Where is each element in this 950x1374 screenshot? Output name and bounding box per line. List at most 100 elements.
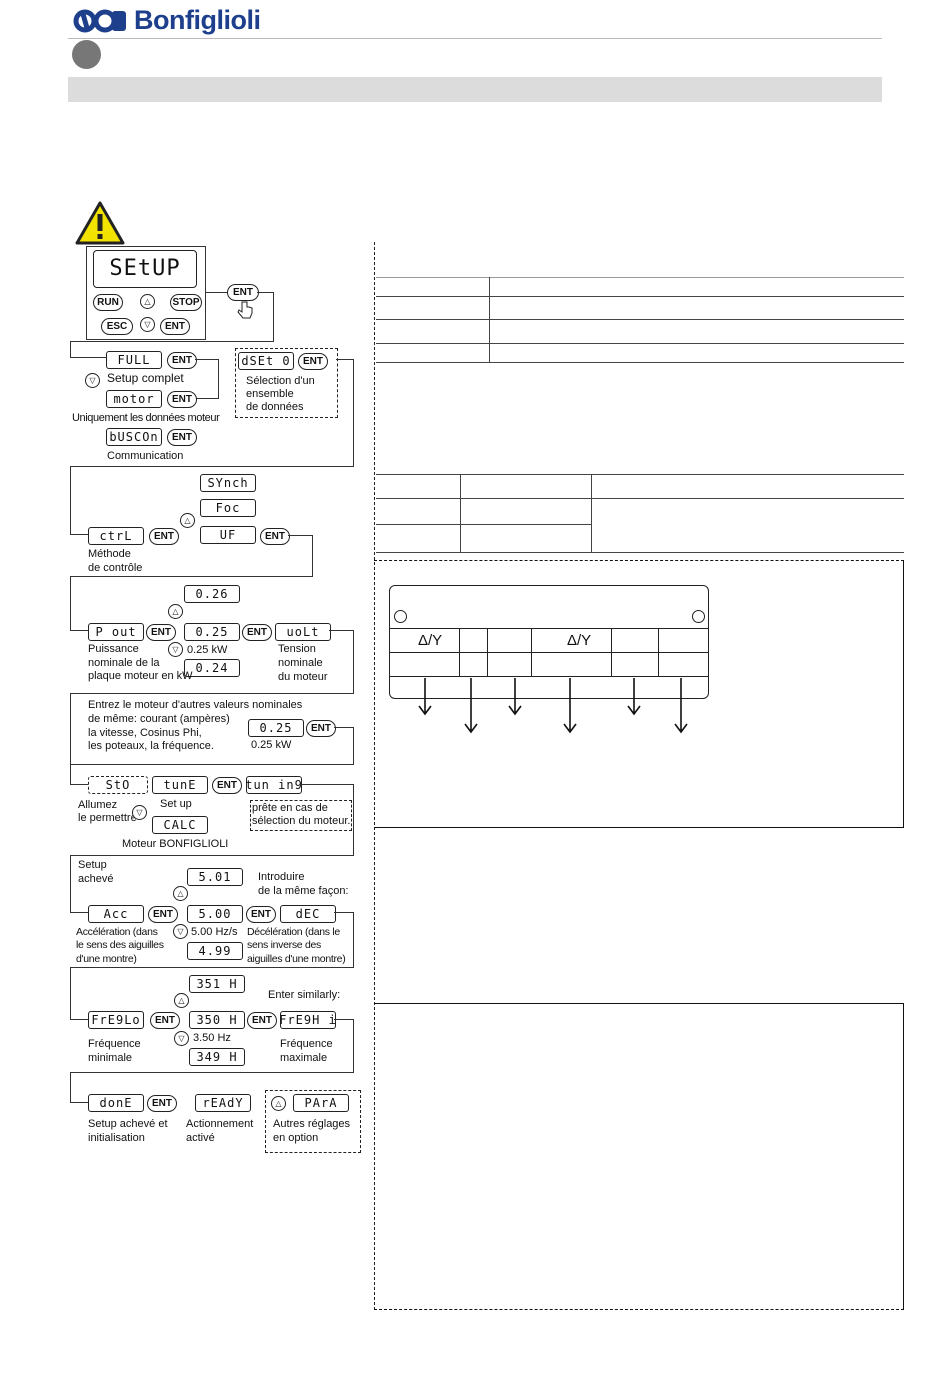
done-display: donE (88, 1094, 144, 1112)
acc-label-3: d'une montre) (76, 953, 137, 965)
up-key-accel[interactable]: △ (173, 886, 188, 901)
freq-up-display: 351 H (189, 975, 245, 993)
full-label: Setup complet (107, 371, 184, 385)
others-text-1: Entrez le moteur d'autres valeurs nomina… (88, 699, 303, 711)
tuning-ready-box (250, 800, 352, 831)
ent-key-accel[interactable]: ENT (246, 906, 276, 923)
run-key[interactable]: RUN (93, 294, 123, 311)
nameplate-hole-left (394, 610, 407, 623)
tuning-motor-label: Moteur BONFIGLIOLI (122, 838, 229, 850)
down-key-power[interactable]: ▽ (168, 642, 183, 657)
others-display: 0.25 (248, 719, 304, 737)
nameplate-arrows (418, 678, 688, 734)
arrow-down-icon (464, 678, 478, 734)
table-2 (376, 474, 904, 554)
arrow-down-icon (563, 678, 577, 734)
pout-display: P out (88, 623, 144, 641)
dset-box (235, 348, 338, 418)
freq-max-2: maximale (280, 1052, 328, 1064)
table-1 (376, 277, 904, 363)
ent-key[interactable]: ENT (160, 318, 190, 335)
done-label-2: initialisation (88, 1132, 145, 1144)
accel-down-display: 4.99 (187, 942, 243, 960)
language-dot (72, 40, 101, 69)
volt-label-2: nominale (278, 657, 323, 669)
ent-key-power[interactable]: ENT (242, 624, 272, 641)
up-key-control[interactable]: △ (180, 513, 195, 528)
tuning-ready-2: sélection du moteur. (252, 815, 351, 827)
motor-label: Uniquement les données moteur (72, 412, 220, 424)
down-key-accel[interactable]: ▽ (173, 924, 188, 939)
control-label-1: Méthode (88, 548, 131, 560)
down-key-freq[interactable]: ▽ (174, 1031, 189, 1046)
ent-key-pout[interactable]: ENT (146, 624, 176, 641)
section-bar (68, 77, 882, 102)
acc-display: Acc (88, 905, 144, 923)
para-display: PArA (293, 1094, 349, 1112)
uf-display: UF (200, 526, 256, 544)
ent-key-tune[interactable]: ENT (212, 777, 242, 794)
power-label-1: Puissance (88, 643, 139, 655)
ent-key-full[interactable]: ENT (167, 352, 197, 369)
volt-label-1: Tension (278, 643, 316, 655)
arrow-down-icon (627, 678, 641, 716)
setup-label: Set up (160, 798, 192, 810)
dec-label-3: aiguilles d'une montre) (247, 953, 346, 965)
power-label-2: nominale de la (88, 657, 160, 669)
ready-label-1: Actionnement (186, 1118, 254, 1130)
para-label-2: en option (273, 1132, 319, 1144)
down-key-tuning[interactable]: ▽ (132, 805, 147, 820)
esc-key[interactable]: ESC (101, 318, 133, 335)
nameplate: Δ/Y Δ/Y (389, 585, 709, 699)
nameplate-frame (374, 560, 904, 828)
accel-done-2: achevé (78, 873, 114, 885)
ent-key-dset[interactable]: ENT (298, 353, 328, 370)
side-ent-key[interactable]: ENT (227, 284, 259, 301)
ent-key-others[interactable]: ENT (306, 720, 336, 737)
power-label-3: plaque moteur en kW (88, 670, 193, 682)
note-box (374, 1003, 904, 1310)
ent-key-freq[interactable]: ENT (247, 1012, 277, 1029)
others-unit: 0.25 kW (251, 739, 292, 751)
ent-key-motor[interactable]: ENT (167, 391, 197, 408)
para-box (265, 1090, 361, 1153)
up-key-freq[interactable]: △ (174, 993, 189, 1008)
dec-label-2: sens inverse des (247, 939, 321, 951)
up-key[interactable]: △ (140, 294, 155, 309)
ent-key-freq-low[interactable]: ENT (150, 1012, 180, 1029)
arrow-down-icon (418, 678, 432, 716)
up-key-power[interactable]: △ (168, 604, 183, 619)
dset-label-1: Sélection d'un (246, 375, 315, 387)
freq-min-1: Fréquence (88, 1038, 141, 1050)
tuning-ready-1: prête en cas de (252, 802, 328, 814)
power-step: 0.25 kW (187, 644, 228, 656)
ent-key-ctrl[interactable]: ENT (149, 528, 179, 545)
up-key-para[interactable]: △ (271, 1096, 286, 1111)
arrow-down-icon (674, 678, 688, 734)
down-key[interactable]: ▽ (140, 317, 155, 332)
ent-key-uf[interactable]: ENT (260, 528, 290, 545)
freq-max-1: Fréquence (280, 1038, 333, 1050)
accel-display: 5.00 (187, 905, 243, 923)
others-text-3: la vitesse, Cosinus Phi, (88, 727, 202, 739)
ent-key-done[interactable]: ENT (147, 1095, 177, 1112)
dset-display: dSEt 0 (238, 352, 294, 370)
ctrl-display: ctrL (88, 527, 144, 545)
nameplate-hole-right (692, 610, 705, 623)
tuning-display: tun in9 (245, 776, 303, 794)
ent-key-buscon[interactable]: ENT (167, 429, 197, 446)
ent-key-acc[interactable]: ENT (148, 906, 178, 923)
ready-display: rEAdY (195, 1094, 251, 1112)
power-display: 0.25 (184, 623, 240, 641)
volt-display: uoLt (275, 623, 331, 641)
stop-key[interactable]: STOP (170, 294, 202, 311)
power-down-display: 0.24 (184, 659, 240, 677)
accel-step: 5.00 Hz/s (191, 926, 238, 938)
foc-display: Foc (200, 499, 256, 517)
others-text-2: de même: courant (ampères) (88, 713, 230, 725)
down-key-setup[interactable]: ▽ (85, 373, 100, 388)
delta-star-1: Δ/Y (418, 632, 443, 649)
accel-up-display: 5.01 (187, 868, 243, 886)
para-label-1: Autres réglages (273, 1118, 351, 1130)
control-label-2: de contrôle (88, 562, 143, 574)
